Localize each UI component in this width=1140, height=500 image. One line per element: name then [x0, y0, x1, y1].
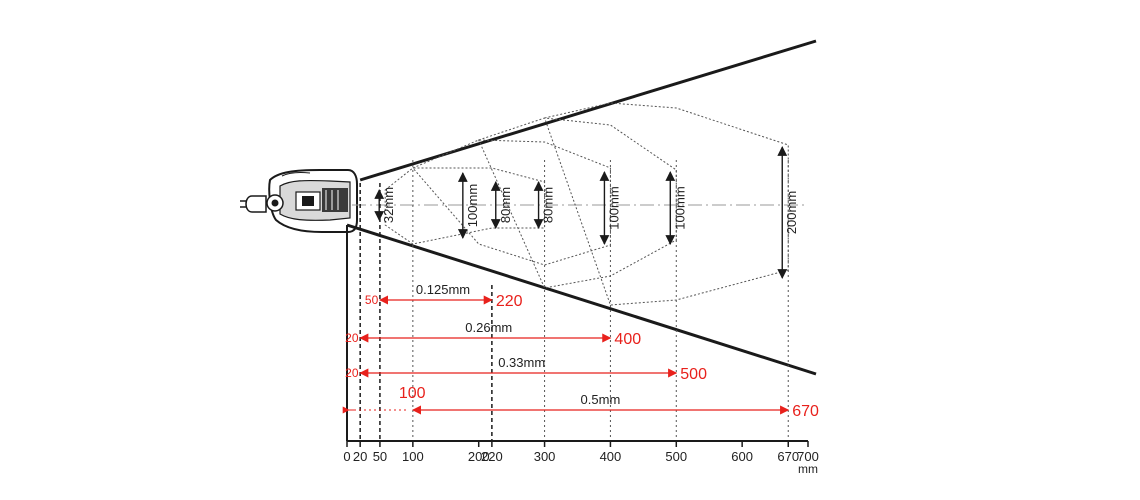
dimension-label: 32mm — [381, 187, 396, 223]
axis-tick-label: 700 — [797, 449, 819, 464]
axis-tick-label: 200 — [468, 449, 490, 464]
dimension-label: 100mm — [672, 186, 687, 229]
range-end-label: 220 — [496, 293, 523, 310]
axis-tick-label: 300 — [534, 449, 556, 464]
range-start-label: 20 — [345, 331, 359, 345]
static-geometry — [346, 39, 817, 441]
scan-zones: 0.125mm 50 220 0.26mm 20 400 0.33mm 20 500 0.5mm 1… — [342, 282, 819, 420]
axis-tick-label: 50 — [373, 449, 387, 464]
resolution-label: 0.5mm — [581, 392, 621, 407]
range-end-label: 400 — [614, 331, 641, 348]
axis-tick-label: 100 — [402, 449, 424, 464]
axis-tick-label: 500 — [665, 449, 687, 464]
range-start-label: 20 — [345, 366, 359, 380]
axis-tick-label: 600 — [731, 449, 753, 464]
dimension-label: 100mm — [465, 184, 480, 227]
resolution-label: 0.125mm — [416, 282, 470, 297]
axis-unit-label: mm — [798, 462, 818, 476]
dimension-label: 100mm — [606, 186, 621, 229]
axis-tick-label: 220 — [481, 449, 503, 464]
fov-upper-boundary — [359, 39, 817, 182]
dimension-label: 80mm — [541, 187, 556, 223]
fov-lower-boundary — [346, 223, 817, 376]
range-start-label: 100 — [399, 385, 426, 402]
range-end-label: 670 — [792, 403, 819, 420]
resolution-label: 0.26mm — [465, 320, 512, 335]
scan-zone-envelope-3 — [478, 117, 677, 289]
range-end-label: 500 — [680, 366, 707, 383]
axis-tick-label: 670 — [777, 449, 799, 464]
axis-tick-label: 20 — [353, 449, 367, 464]
dimension-label: 200mm — [784, 191, 799, 234]
barcode-scanner-icon — [240, 169, 358, 233]
axis-tick-label: 400 — [600, 449, 622, 464]
resolution-label: 0.33mm — [498, 355, 545, 370]
dimension-label: 80mm — [498, 187, 513, 223]
axis-tick-label: 0 — [343, 449, 350, 464]
scan-zone-envelope-4 — [543, 102, 789, 306]
range-start-label: 50 — [365, 293, 379, 307]
scan-zone-envelope-1 — [384, 167, 546, 245]
dimension-labels: 32mm 100mm 80mm 80mm 100mm 100mm 200mm — [374, 146, 799, 279]
